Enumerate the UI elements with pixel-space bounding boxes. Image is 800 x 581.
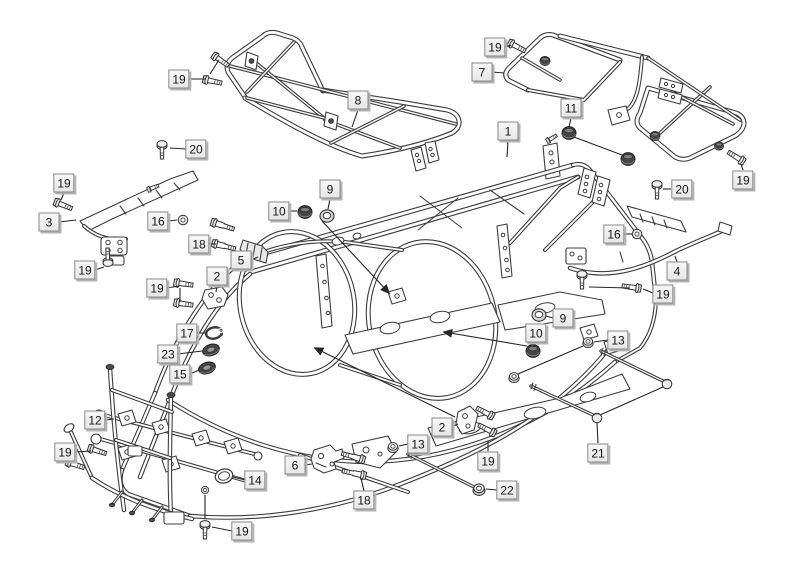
callout-12-22[interactable]: 12 (84, 410, 106, 430)
leader-line (250, 256, 259, 261)
leader-line (167, 219, 178, 222)
leader-line (169, 147, 187, 150)
callout-4-29[interactable]: 4 (666, 261, 688, 281)
callout-2-16[interactable]: 2 (206, 266, 228, 286)
leader-line (588, 286, 631, 289)
callout-19-23[interactable]: 19 (54, 442, 76, 462)
leader-line (351, 109, 359, 128)
leader-line (211, 526, 233, 532)
callout-10-32[interactable]: 10 (525, 323, 547, 343)
right-carrier-stay-drawing (565, 205, 733, 276)
leader-line (398, 443, 409, 447)
callout-2-34[interactable]: 2 (431, 417, 453, 437)
bracket-2-left-drawing (201, 286, 229, 310)
callout-13-35[interactable]: 13 (407, 434, 429, 454)
leader-line (166, 285, 180, 289)
callout-11-5[interactable]: 11 (560, 98, 582, 118)
callout-19-30[interactable]: 19 (652, 284, 674, 304)
callout-19-27[interactable]: 19 (231, 521, 253, 541)
leader-line (568, 117, 572, 128)
callout-19-18[interactable]: 19 (74, 260, 96, 280)
callout-15-21[interactable]: 15 (169, 364, 191, 384)
callout-23-20[interactable]: 23 (157, 344, 179, 364)
leader-line (740, 163, 744, 171)
callout-19-0[interactable]: 19 (168, 69, 190, 89)
leader-line (232, 476, 246, 481)
callout-8-2[interactable]: 8 (347, 90, 369, 110)
callout-19-36[interactable]: 19 (477, 451, 499, 471)
leader-line (58, 219, 77, 223)
leader-line (94, 266, 105, 271)
leader-line (533, 342, 537, 348)
leader-line (442, 329, 528, 347)
leader-line (189, 369, 200, 375)
leader-lines-layer (58, 44, 744, 532)
leader-line (596, 422, 599, 444)
callout-7-4[interactable]: 7 (471, 62, 493, 82)
callout-3-12[interactable]: 3 (38, 212, 60, 232)
tie-rods-drawing (406, 347, 673, 489)
leader-line (304, 463, 313, 466)
leader-line (215, 285, 218, 293)
callout-19-11[interactable]: 19 (53, 173, 75, 193)
leader-line (674, 255, 678, 263)
callout-17-19[interactable]: 17 (176, 323, 198, 343)
callout-22-37[interactable]: 22 (496, 480, 518, 500)
leader-line (209, 59, 220, 75)
leader-line (104, 418, 115, 421)
leader-line (504, 44, 512, 48)
callout-1-6[interactable]: 1 (497, 121, 519, 141)
callout-5-15[interactable]: 5 (230, 250, 252, 270)
leader-line (327, 198, 331, 210)
leader-line (177, 350, 203, 355)
leader-line (642, 288, 654, 294)
leader-line (491, 71, 505, 74)
callout-18-26[interactable]: 18 (353, 490, 375, 510)
leader-line (599, 386, 664, 416)
leader-line (360, 477, 365, 492)
left-carrier-stay-drawing (79, 170, 199, 266)
callout-6-25[interactable]: 6 (284, 455, 306, 475)
bracket-6-drawing (310, 444, 345, 474)
callout-9-31[interactable]: 9 (552, 308, 574, 328)
callout-20-1[interactable]: 20 (185, 139, 207, 159)
callout-21-38[interactable]: 21 (587, 443, 609, 463)
leader-line (573, 136, 623, 156)
callout-9-9[interactable]: 9 (319, 179, 341, 199)
callout-19-7[interactable]: 19 (732, 170, 754, 190)
callout-16-13[interactable]: 16 (147, 211, 169, 231)
callout-10-10[interactable]: 10 (268, 201, 290, 221)
leader-line (485, 488, 498, 491)
leader-line (517, 345, 584, 375)
leader-line (321, 220, 391, 295)
callout-18-14[interactable]: 18 (188, 234, 210, 254)
leader-line (506, 140, 509, 158)
front-guard-drawing (63, 363, 195, 525)
callout-14-24[interactable]: 14 (244, 470, 266, 490)
callout-20-8[interactable]: 20 (671, 179, 693, 199)
leader-line (593, 339, 609, 343)
callout-16-28[interactable]: 16 (603, 224, 625, 244)
leader-line (60, 192, 65, 201)
callout-13-33[interactable]: 13 (607, 330, 629, 350)
callout-19-3[interactable]: 19 (484, 37, 506, 57)
leader-line (74, 450, 92, 453)
leader-line (313, 347, 456, 418)
bracket-2-right-drawing (455, 405, 479, 435)
rear-carrier-drawing (224, 29, 462, 172)
leader-line (545, 315, 554, 319)
callout-19-17[interactable]: 19 (146, 278, 168, 298)
front-carrier-drawing (503, 32, 747, 180)
